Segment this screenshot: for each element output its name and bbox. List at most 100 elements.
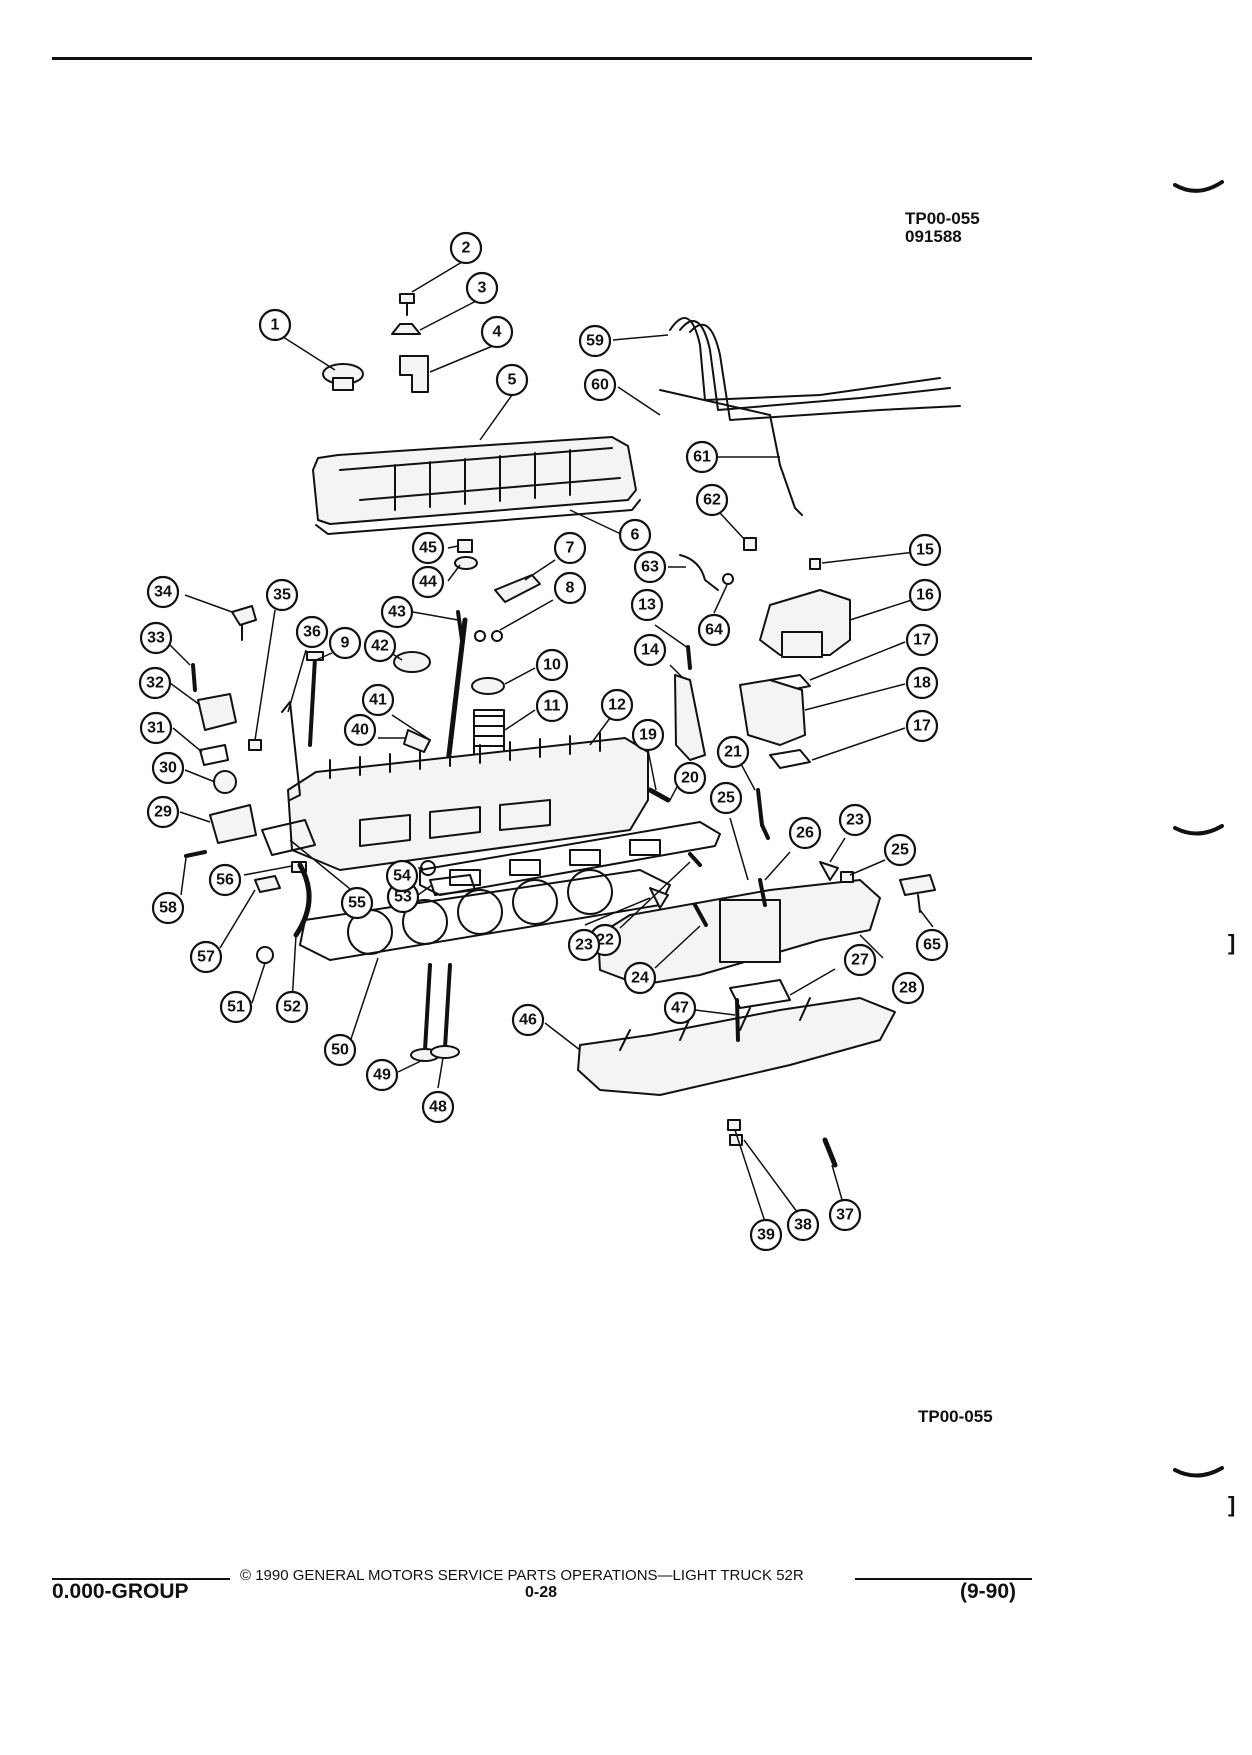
svg-text:23: 23 [575,937,593,954]
callout-23-left: 23 [567,928,601,962]
svg-text:15: 15 [916,542,934,559]
callout-51: 51 [219,990,253,1024]
callout-43: 43 [380,595,414,629]
callout-61: 61 [685,440,719,474]
callout-39: 39 [749,1218,783,1252]
callout-9: 9 [328,626,362,660]
svg-text:54: 54 [393,868,411,885]
callout-65: 65 [915,928,949,962]
callout-21: 21 [716,735,750,769]
callout-1: 1 [258,308,292,342]
svg-text:28: 28 [899,980,917,997]
callout-46: 46 [511,1003,545,1037]
callout-47: 47 [663,991,697,1025]
callout-27: 27 [843,943,877,977]
svg-text:40: 40 [351,722,369,739]
callout-33: 33 [139,621,173,655]
svg-text:34: 34 [154,584,172,601]
svg-text:11: 11 [544,698,561,715]
callout-34: 34 [146,575,180,609]
callout-48: 48 [421,1090,455,1124]
callout-63: 63 [633,550,667,584]
svg-text:25: 25 [891,842,909,859]
svg-text:3: 3 [478,280,487,297]
svg-text:22: 22 [596,932,614,949]
callout-8: 8 [553,571,587,605]
callout-62: 62 [695,483,729,517]
svg-text:25: 25 [717,790,735,807]
figure-date: 091588 [905,227,962,246]
svg-text:36: 36 [303,624,321,641]
callout-31: 31 [139,711,173,745]
svg-text:64: 64 [705,622,723,639]
svg-text:6: 6 [631,527,640,544]
svg-text:7: 7 [566,540,575,557]
svg-text:63: 63 [641,559,659,576]
callout-38: 38 [786,1208,820,1242]
svg-text:17: 17 [913,718,931,735]
callout-2: 2 [449,231,483,265]
svg-text:30: 30 [159,760,177,777]
callout-64: 64 [697,613,731,647]
footer-rule-right [855,1578,1032,1580]
svg-text:42: 42 [371,638,389,655]
svg-text:29: 29 [154,804,172,821]
svg-text:17: 17 [913,632,931,649]
svg-text:33: 33 [147,630,165,647]
figure-code-block: TP00-055 091588 [905,210,980,246]
callout-37: 37 [828,1198,862,1232]
footer-copyright: © 1990 GENERAL MOTORS SERVICE PARTS OPER… [240,1567,804,1584]
svg-text:14: 14 [641,642,659,659]
footer-date: (9-90) [960,1580,1017,1603]
callout-54: 54 [385,859,419,893]
callout-25-right: 25 [883,833,917,867]
svg-text:10: 10 [543,657,561,674]
svg-text:19: 19 [639,727,657,744]
callout-52: 52 [275,990,309,1024]
footer-group: 0.000-GROUP [52,1580,189,1603]
svg-text:21: 21 [724,744,742,761]
svg-text:38: 38 [794,1217,812,1234]
svg-text:41: 41 [369,692,387,709]
margin-bracket-1: ] [1228,930,1236,955]
callout-32: 32 [138,666,172,700]
svg-text:44: 44 [419,574,437,591]
svg-text:18: 18 [913,675,931,692]
svg-text:35: 35 [273,587,291,604]
svg-text:62: 62 [703,492,721,509]
callout-58: 58 [151,891,185,925]
svg-text:13: 13 [638,597,656,614]
svg-text:45: 45 [419,540,437,557]
svg-text:58: 58 [159,900,177,917]
callout-26: 26 [788,816,822,850]
svg-text:23: 23 [846,812,864,829]
svg-text:12: 12 [608,697,626,714]
svg-text:57: 57 [197,949,215,966]
svg-text:32: 32 [146,675,164,692]
svg-text:59: 59 [586,333,604,350]
callout-41: 41 [361,683,395,717]
svg-text:46: 46 [519,1012,537,1029]
svg-text:5: 5 [508,372,517,389]
callout-42: 42 [363,629,397,663]
callout-45: 45 [411,531,445,565]
svg-text:20: 20 [681,770,699,787]
svg-text:51: 51 [227,999,245,1016]
svg-text:26: 26 [796,825,814,842]
callout-50: 50 [323,1033,357,1067]
figure-bottom-code: TP00-055 [918,1407,993,1426]
svg-text:31: 31 [147,720,165,737]
callout-56: 56 [208,863,242,897]
callout-18: 18 [905,666,939,700]
callout-17-bottom: 17 [905,709,939,743]
svg-text:61: 61 [693,449,711,466]
callout-23-right: 23 [838,803,872,837]
callout-7: 7 [553,531,587,565]
callout-57: 57 [189,940,223,974]
svg-text:49: 49 [373,1067,391,1084]
callout-55: 55 [340,886,374,920]
svg-text:4: 4 [493,324,502,341]
callout-30: 30 [151,751,185,785]
svg-text:27: 27 [851,952,869,969]
